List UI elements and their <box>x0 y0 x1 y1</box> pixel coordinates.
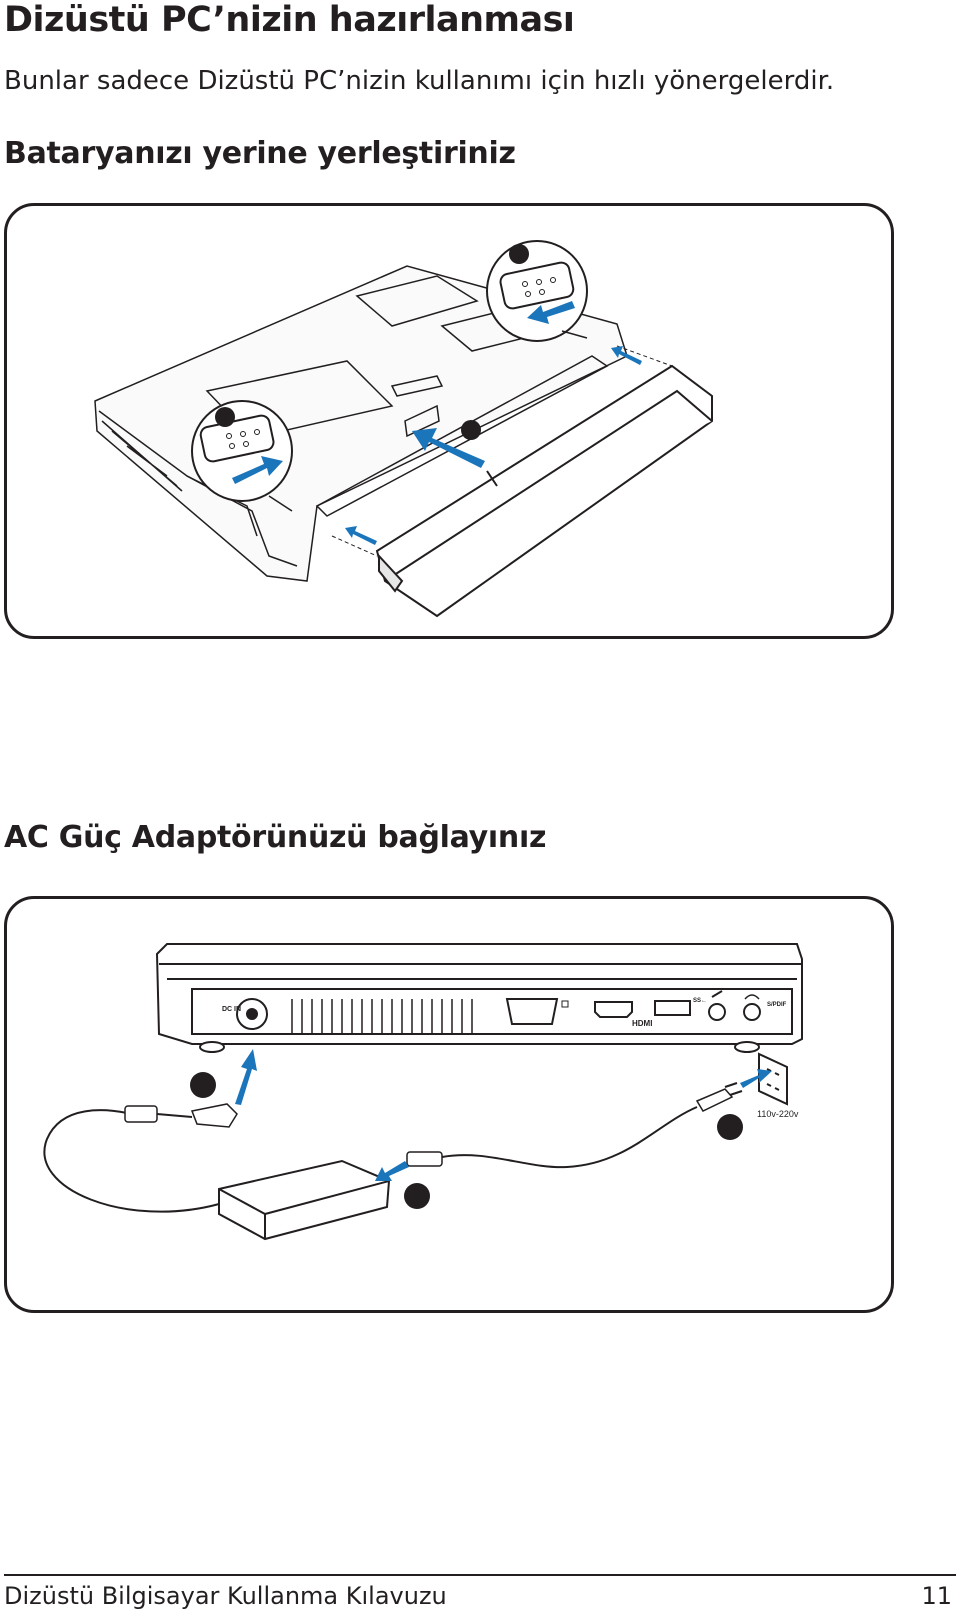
guide-arrow-right <box>611 346 642 365</box>
arrow-to-brick <box>375 1161 409 1181</box>
guide-arrow-left <box>345 526 377 545</box>
adapter-step-three-label: 3 <box>725 1118 735 1138</box>
lock-callout-right: 2 <box>486 240 588 342</box>
power-cables <box>43 1106 698 1213</box>
power-adapter-brick <box>218 1159 391 1241</box>
usb-label: SS← <box>693 998 707 1004</box>
vga-port <box>505 998 559 1025</box>
adapter-step-one-label: 1 <box>412 1187 422 1207</box>
footer-page-number: 11 <box>921 1582 952 1610</box>
vga-indicator <box>561 1000 569 1008</box>
battery-illustration: 2 2 1 <box>4 203 894 639</box>
dc-in-port: DC IN <box>222 998 268 1030</box>
voltage-label: 110v-220v <box>757 1109 799 1119</box>
step-two-badge <box>190 1072 216 1098</box>
mic-icon <box>711 990 723 998</box>
step-one-badge <box>461 420 481 440</box>
step-one-badge-adapter <box>404 1183 430 1209</box>
usb-port <box>654 1000 691 1016</box>
lock-callout-left: 2 <box>191 400 293 512</box>
headphone-icon <box>744 994 760 1000</box>
battery-pack <box>375 364 713 618</box>
battery-heading: Bataryanızı yerine yerleştiriniz <box>4 136 516 171</box>
dc-in-label: DC IN <box>222 1006 241 1013</box>
headphone-jack <box>743 1003 761 1021</box>
adapter-step-two-label: 2 <box>198 1076 208 1096</box>
step-three-badge <box>717 1114 743 1140</box>
insertion-guides <box>331 345 673 557</box>
wall-outlet: 110v-220v <box>757 1052 799 1119</box>
footer-manual-title: Dizüstü Bilgisayar Kullanma Kılavuzu <box>4 1582 447 1610</box>
arrow-to-outlet <box>740 1069 772 1088</box>
adapter-heading: AC Güç Adaptörünüzü bağlayınız <box>4 820 547 855</box>
adapter-illustration: DC IN HDMI SS← S/PDIF 110v-220v <box>4 896 894 1313</box>
step-two-label-left: 2 <box>221 410 229 427</box>
footer-divider <box>4 1574 956 1576</box>
page-title: Dizüstü PC’nizin hazırlanması <box>4 0 575 40</box>
step-two-label-right: 2 <box>515 247 523 264</box>
vent-grille <box>291 999 473 1034</box>
hdmi-port <box>594 1001 633 1018</box>
arrow-to-laptop <box>235 1049 257 1105</box>
hdmi-label: HDMI <box>632 1019 652 1028</box>
insert-arrow <box>412 428 485 468</box>
cable-connectors <box>124 1082 743 1167</box>
intro-text: Bunlar sadece Dizüstü PC’nizin kullanımı… <box>4 66 835 96</box>
step-one-label: 1 <box>467 423 475 440</box>
spdif-label: S/PDIF <box>767 1002 787 1008</box>
mic-jack <box>708 1003 726 1021</box>
